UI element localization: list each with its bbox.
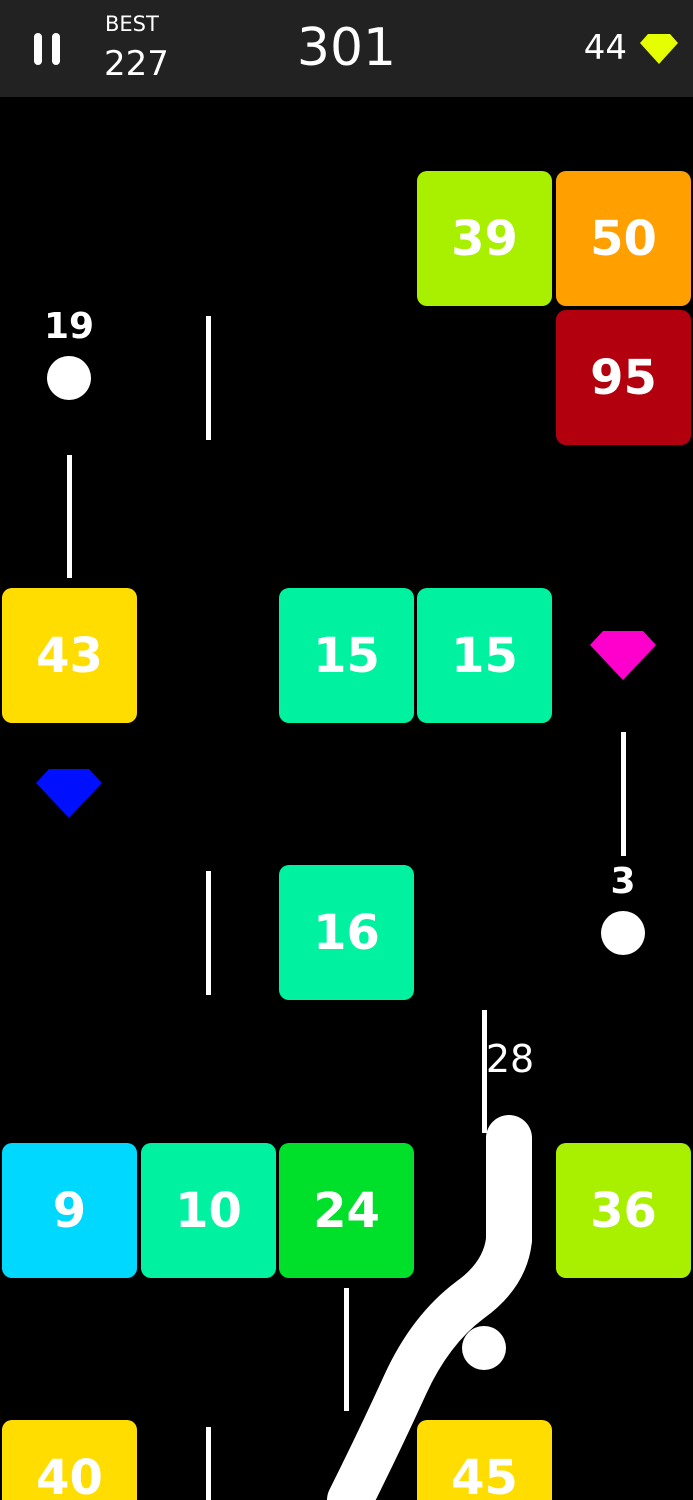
block: 24 — [279, 1143, 414, 1278]
wall — [206, 1427, 211, 1500]
block: 10 — [141, 1143, 276, 1278]
ball-value: 19 — [43, 306, 95, 347]
pause-button[interactable] — [34, 33, 60, 65]
snake-body — [327, 1115, 532, 1500]
wall — [206, 871, 211, 995]
hud-bar: BEST 227 301 44 — [0, 0, 693, 97]
wall — [621, 732, 626, 856]
gem-pickup-icon — [590, 631, 656, 680]
block: 45 — [417, 1420, 552, 1500]
best-label: BEST — [105, 12, 159, 36]
ball-pickup — [601, 911, 645, 955]
block: 95 — [556, 310, 691, 445]
ball-pickup — [462, 1326, 506, 1370]
block: 50 — [556, 171, 691, 306]
gem-pickup-icon — [36, 769, 102, 818]
block: 36 — [556, 1143, 691, 1278]
ball-pickup — [47, 356, 91, 400]
gem-icon — [640, 34, 678, 64]
block: 16 — [279, 865, 414, 1000]
wall — [67, 455, 72, 578]
best-score: 227 — [104, 44, 169, 84]
gem-count: 44 — [583, 28, 627, 68]
snake-length: 28 — [485, 1037, 535, 1081]
block: 9 — [2, 1143, 137, 1278]
block: 39 — [417, 171, 552, 306]
ball-value: 3 — [610, 861, 636, 902]
current-score: 301 — [296, 18, 397, 78]
block: 40 — [2, 1420, 137, 1500]
block: 43 — [2, 588, 137, 723]
wall — [206, 316, 211, 440]
wall — [344, 1288, 349, 1411]
wall — [482, 1010, 487, 1133]
block: 15 — [279, 588, 414, 723]
block: 15 — [417, 588, 552, 723]
